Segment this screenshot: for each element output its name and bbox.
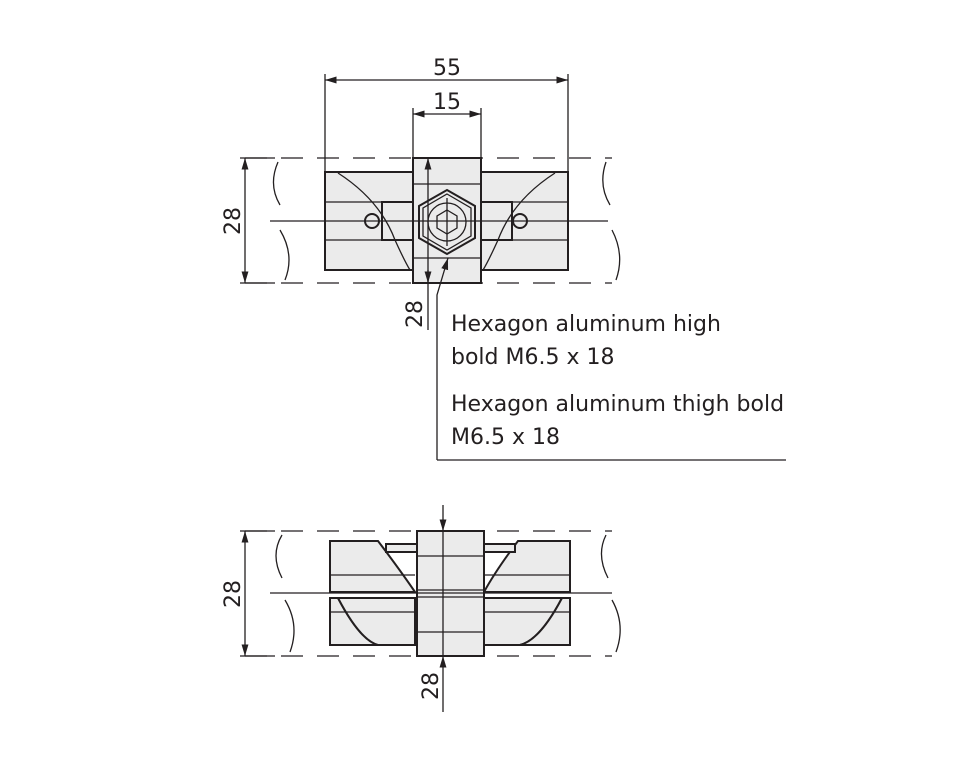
dimension-28-top-left: 28	[221, 207, 246, 235]
dimension-15: 15	[433, 90, 461, 115]
dimension-28-bottom-center: 28	[419, 672, 444, 700]
dimension-28-top-center: 28	[403, 300, 428, 328]
callout-leader	[436, 257, 449, 460]
callout-line-3: Hexagon aluminum thigh bold	[451, 392, 784, 417]
dimension-28-bottom-left: 28	[221, 580, 246, 608]
dimension-55: 55	[433, 56, 461, 81]
top-view: 55 15 28 28	[221, 56, 786, 461]
callout-line-1: Hexagon aluminum high	[451, 312, 721, 337]
side-view: 28 28	[221, 505, 621, 712]
callout-line-4: M6.5 x 18	[451, 425, 560, 450]
callout-line-2: bold M6.5 x 18	[451, 345, 614, 370]
break-lines	[272, 161, 621, 281]
